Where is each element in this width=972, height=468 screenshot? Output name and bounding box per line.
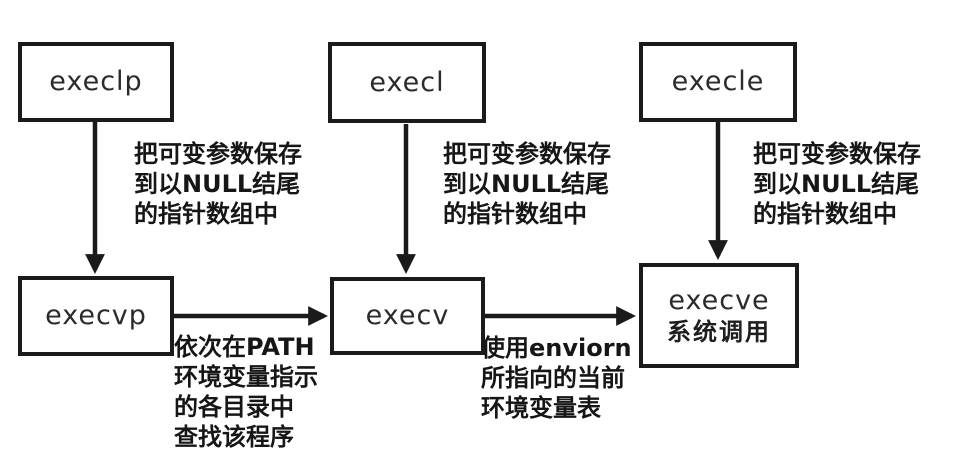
- node-execv-label: execv: [365, 300, 450, 332]
- note-line: 的指针数组中: [134, 200, 278, 228]
- node-execvp-label: execvp: [45, 300, 147, 332]
- node-execle-label: execle: [671, 66, 765, 98]
- note-line: 的指针数组中: [443, 200, 587, 228]
- note-path-search: 依次在PATH 环境变量指示 的各目录中 查找该程序: [174, 332, 318, 452]
- note-line: 的指针数组中: [753, 200, 897, 228]
- note-execl-arrow: 把可变参数保存 到以NULL结尾 的指针数组中: [443, 139, 611, 229]
- node-execvp: execvp: [18, 276, 174, 356]
- note-line: 把可变参数保存: [753, 140, 921, 168]
- node-execv: execv: [330, 277, 485, 355]
- note-line: 的各目录中: [174, 393, 294, 421]
- node-execl: execl: [328, 42, 486, 123]
- note-environ: 使用enviorn 所指向的当前 环境变量表: [481, 333, 632, 423]
- note-line: 使用enviorn: [481, 334, 632, 362]
- node-execle: execle: [639, 42, 797, 122]
- note-execlp-arrow: 把可变参数保存 到以NULL结尾 的指针数组中: [134, 139, 302, 229]
- note-line: 把可变参数保存: [134, 140, 302, 168]
- note-line: 到以NULL结尾: [443, 170, 610, 198]
- note-line: 到以NULL结尾: [753, 170, 920, 198]
- note-line: 环境变量表: [481, 394, 601, 422]
- node-execve: execve 系统调用: [639, 263, 799, 368]
- note-line: 把可变参数保存: [443, 140, 611, 168]
- note-line: 所指向的当前: [481, 364, 625, 392]
- note-line: 依次在PATH: [174, 333, 315, 361]
- note-execle-arrow: 把可变参数保存 到以NULL结尾 的指针数组中: [753, 139, 921, 229]
- note-line: 到以NULL结尾: [134, 170, 301, 198]
- node-execlp: execlp: [18, 42, 174, 122]
- node-execlp-label: execlp: [49, 66, 143, 98]
- node-execve-label: execve: [668, 284, 770, 316]
- node-execl-label: execl: [369, 66, 445, 98]
- note-line: 环境变量指示: [174, 363, 318, 391]
- note-line: 查找该程序: [174, 423, 294, 451]
- node-execve-sublabel: 系统调用: [667, 318, 771, 347]
